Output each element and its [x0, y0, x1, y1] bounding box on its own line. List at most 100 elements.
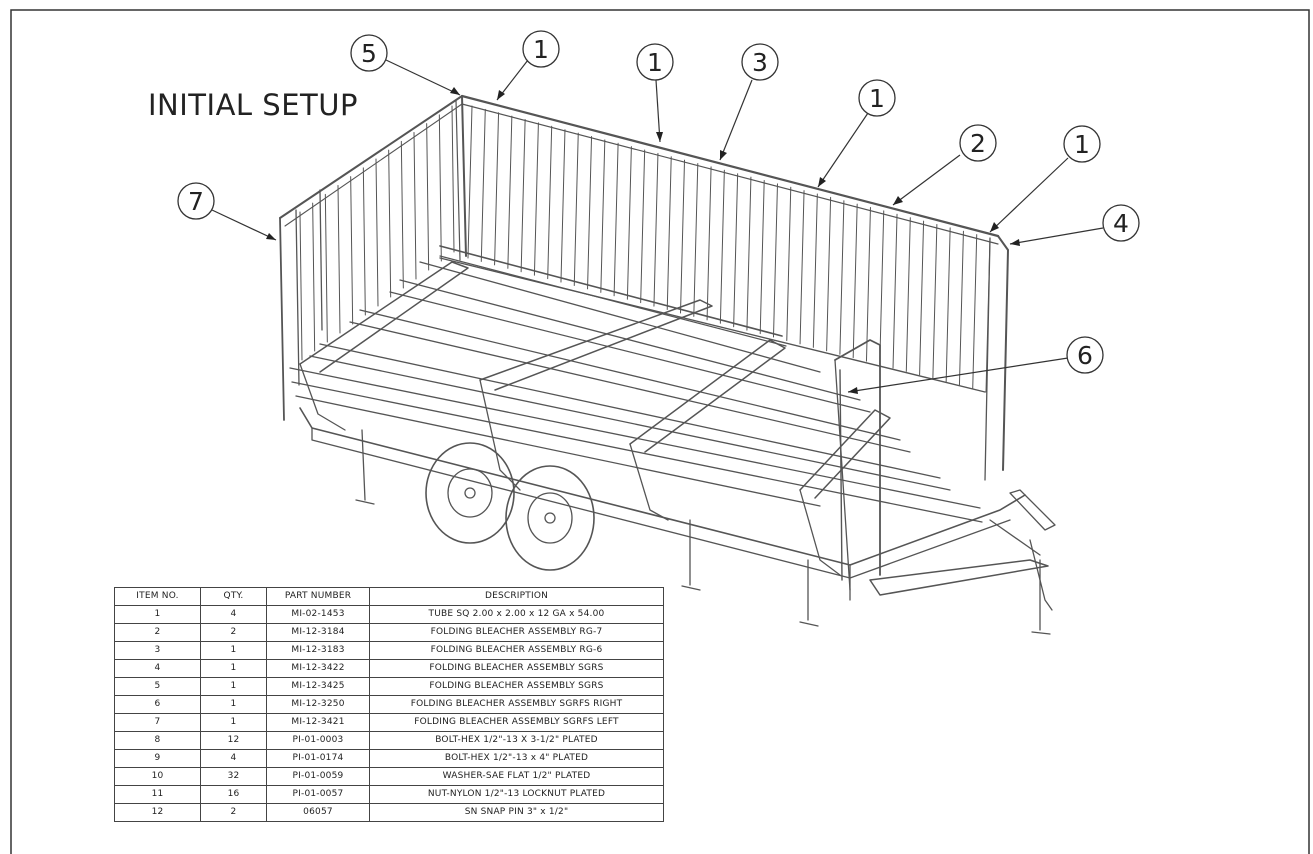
- balloon-label: 1: [1074, 130, 1090, 159]
- railing-bar: [451, 105, 455, 253]
- cell-qty: 2: [200, 803, 267, 822]
- railing-bar: [892, 213, 898, 369]
- cell-item-no: 7: [114, 713, 201, 732]
- balloon-label: 7: [188, 187, 204, 216]
- balloon-label: 1: [869, 84, 885, 113]
- cell-description: FOLDING BLEACHER ASSEMBLY RG-7: [369, 623, 664, 642]
- cell-item-no: 11: [114, 785, 201, 804]
- railing-bar: [680, 159, 686, 314]
- item-balloons: 5 1 1 3: [177, 30, 1140, 394]
- balloon-label: 2: [970, 129, 986, 158]
- balloon-label: 5: [361, 39, 377, 68]
- cell-part-number: PI-01-0174: [266, 749, 370, 768]
- cell-qty: 4: [200, 605, 267, 624]
- railing-bar: [653, 152, 659, 307]
- railing-bar: [626, 146, 632, 300]
- balloon-4: 4: [1009, 204, 1140, 246]
- cell-part-number: MI-02-1453: [266, 605, 370, 624]
- cell-description: TUBE SQ 2.00 x 2.00 x 12 GA x 54.00: [369, 605, 664, 624]
- railing-bar: [666, 156, 672, 311]
- cell-part-number: PI-01-0059: [266, 767, 370, 786]
- railing-bar: [350, 176, 354, 325]
- balloon-6: 6: [847, 336, 1104, 394]
- railing-bar: [972, 234, 978, 390]
- header-qty: QTY.: [200, 587, 267, 606]
- railing-bar: [533, 122, 539, 276]
- railing-bar: [759, 179, 765, 335]
- railing-bar: [733, 173, 739, 328]
- railing-bar: [985, 237, 991, 393]
- balloon-1-c: 1: [817, 79, 896, 188]
- cell-description: NUT-NYLON 1/2"-13 LOCKNUT PLATED: [369, 785, 664, 804]
- cell-item-no: 3: [114, 641, 201, 660]
- balloon-2: 2: [892, 124, 997, 206]
- balloon-label: 6: [1077, 341, 1093, 370]
- railing-bar: [312, 202, 316, 352]
- railing-bar: [520, 119, 526, 273]
- cell-part-number: MI-12-3421: [266, 713, 370, 732]
- railing-bar: [400, 140, 404, 289]
- cell-part-number: PI-01-0003: [266, 731, 370, 750]
- bom-header-row: ITEM NO. QTY. PART NUMBER DESCRIPTION: [114, 587, 664, 606]
- balloon-5: 5: [350, 34, 461, 96]
- railing-bar: [426, 123, 430, 271]
- cell-qty: 16: [200, 785, 267, 804]
- railing-bar: [438, 114, 442, 262]
- cell-item-no: 1: [114, 605, 201, 624]
- cell-description: FOLDING BLEACHER ASSEMBLY RG-6: [369, 641, 664, 660]
- cell-item-no: 4: [114, 659, 201, 678]
- cell-description: WASHER-SAE FLAT 1/2" PLATED: [369, 767, 664, 786]
- cell-description: FOLDING BLEACHER ASSEMBLY SGRS: [369, 659, 664, 678]
- cell-item-no: 8: [114, 731, 201, 750]
- railing-bar: [299, 211, 303, 361]
- railing-bar: [693, 163, 699, 317]
- cell-description: SN SNAP PIN 3" x 1/2": [369, 803, 664, 822]
- cell-description: FOLDING BLEACHER ASSEMBLY SGRFS RIGHT: [369, 695, 664, 714]
- railing-bar: [388, 149, 392, 298]
- railing-bar: [324, 193, 328, 343]
- balloon-3: 3: [719, 43, 779, 161]
- cell-item-no: 10: [114, 767, 201, 786]
- railing-bar: [826, 196, 832, 352]
- railing-bar: [905, 217, 911, 372]
- railing-bar: [786, 186, 792, 341]
- railing-bar: [919, 220, 925, 376]
- railing-bar: [413, 132, 417, 280]
- cell-part-number: MI-12-3250: [266, 695, 370, 714]
- railing-bar: [587, 135, 593, 290]
- railing-bar: [362, 167, 366, 316]
- railing-bar: [640, 149, 646, 304]
- balloon-label: 4: [1113, 209, 1129, 238]
- railing-bar: [507, 115, 513, 269]
- balloon-1-d: 1: [989, 125, 1101, 233]
- railing-bar: [945, 227, 951, 383]
- drawing-title: INITIAL SETUP: [148, 88, 358, 122]
- railing-bar: [573, 132, 579, 286]
- cell-item-no: 12: [114, 803, 201, 822]
- railing-bar: [375, 158, 379, 307]
- railing-bar: [852, 203, 858, 359]
- railing-bar: [494, 112, 500, 266]
- cell-item-no: 6: [114, 695, 201, 714]
- balloon-7: 7: [177, 182, 277, 241]
- cell-qty: 32: [200, 767, 267, 786]
- railing-bar: [480, 108, 486, 262]
- railing-bar: [600, 139, 606, 293]
- cell-qty: 1: [200, 713, 267, 732]
- cell-part-number: MI-12-3425: [266, 677, 370, 696]
- railing-bar: [706, 166, 712, 321]
- balloon-label: 1: [533, 35, 549, 64]
